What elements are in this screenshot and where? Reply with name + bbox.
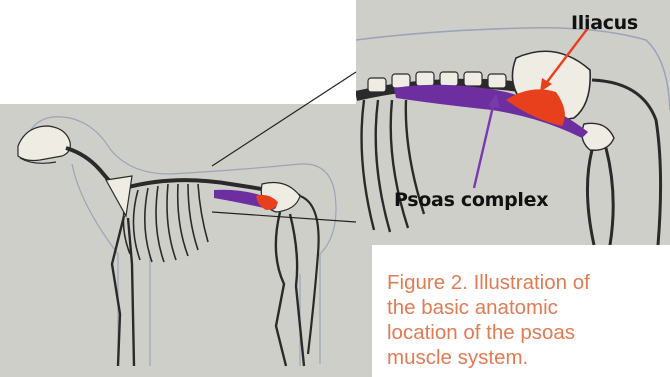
psoas-complex-label: Psoas complex xyxy=(394,189,548,211)
caption-line: muscle system. xyxy=(387,345,670,370)
dog-skeleton-illustration xyxy=(0,104,372,377)
iliacus-label: Iliacus xyxy=(571,12,638,34)
caption-line: the basic anatomic xyxy=(387,295,670,320)
figure-caption: Figure 2. Illustration of the basic anat… xyxy=(387,270,670,377)
caption-line: location of the psoas xyxy=(387,320,670,345)
caption-line: Figure 2. Illustration of xyxy=(387,270,670,295)
